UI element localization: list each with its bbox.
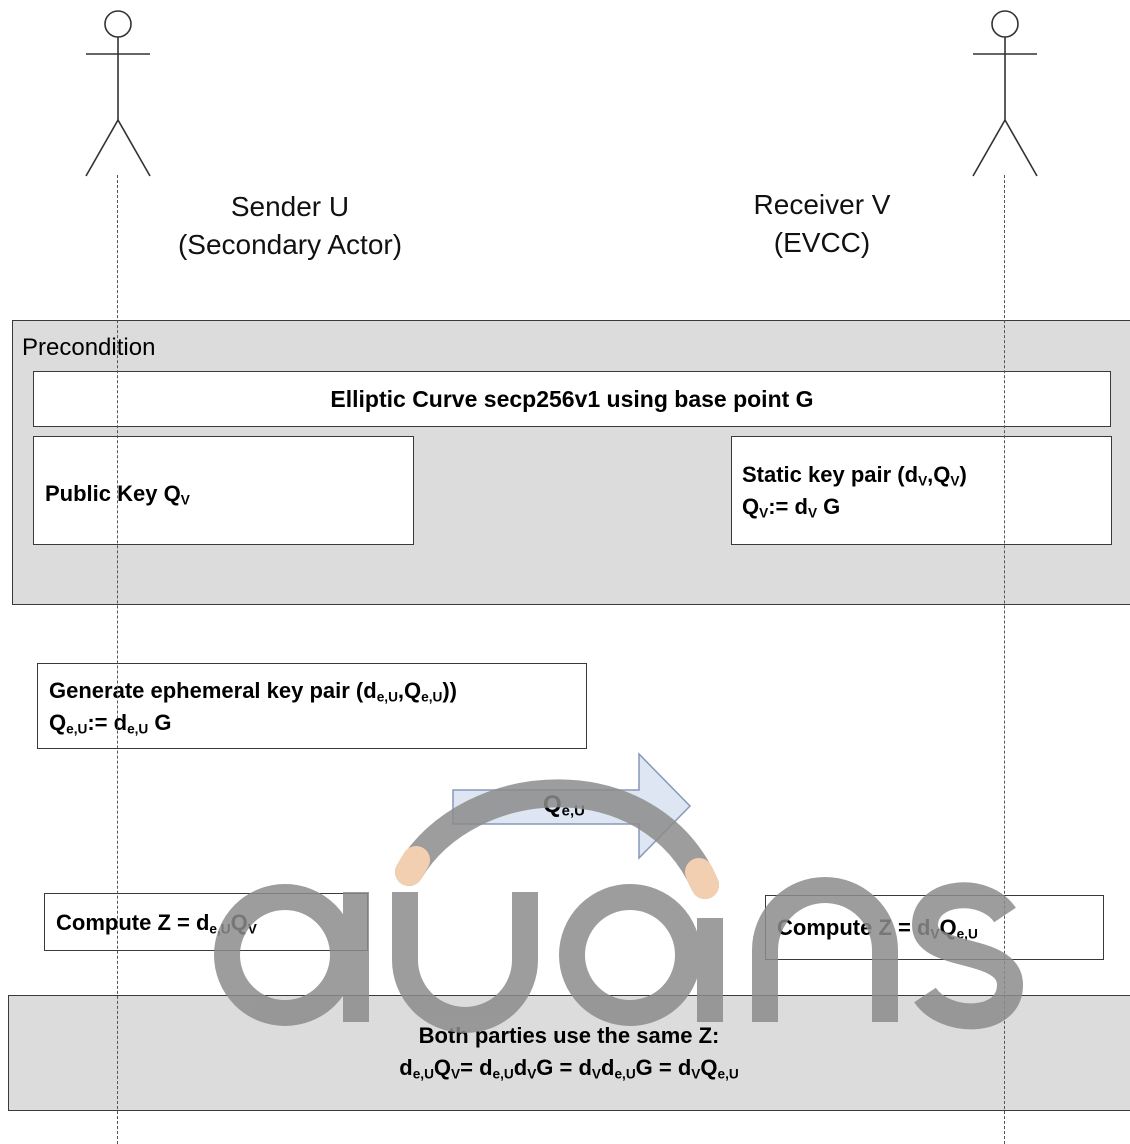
receiver-compute-text: Compute Z = dVQe,U [777,915,978,942]
ephemeral-key-text: Generate ephemeral key pair (de,U,Qe,U))… [49,678,457,737]
receiver-static-key-text: Static key pair (dV,QV) QV:= dV G [742,462,967,521]
receiver-lifeline [1004,175,1005,1144]
sender-public-key-text: Public Key QV [45,481,190,508]
equation-subscript: V [451,1066,461,1082]
receiver-actor-icon [972,10,1038,177]
equation-term: Q [433,1055,452,1080]
equation-subscript: V [591,1066,602,1082]
sender-compute-box: Compute Z = de,UQV [44,893,368,951]
equation-term: d [399,1055,413,1080]
equation-term: G = d [635,1055,692,1080]
precondition-label: Precondition [22,334,156,361]
equation-subscript: e,U [412,1066,434,1082]
equation-term: d [601,1055,615,1080]
equation-term: = d [460,1055,493,1080]
receiver-role: (EVCC) [773,227,871,258]
ephemeral-key-box: Generate ephemeral key pair (de,U,Qe,U))… [37,663,587,749]
equation-term: Q [700,1055,718,1080]
equation-subscript: e,U [717,1066,739,1082]
equation-term: G = d [536,1055,592,1080]
equation-subscript: e,U [492,1066,514,1082]
sender-compute-text: Compute Z = de,UQV [56,910,257,937]
result-text: Both parties use the same Z: de,UQV= de,… [8,1020,1130,1084]
sender-label: Sender U (Secondary Actor) [140,188,440,264]
sender-public-key-box: Public Key QV [33,436,414,545]
equation-subscript: V [527,1066,537,1082]
sender-actor-icon [85,10,151,177]
receiver-compute-box: Compute Z = dVQe,U [765,895,1104,960]
message-label: Qe,U [543,791,585,820]
sender-lifeline [117,175,118,1144]
result-line-2: de,UQV= de,UdVG = dVde,UG = dVQe,U [8,1052,1130,1084]
receiver-static-key-box: Static key pair (dV,QV) QV:= dV G [731,436,1112,545]
equation-subscript: e,U [614,1066,636,1082]
receiver-name: Receiver V [753,189,891,220]
receiver-label: Receiver V (EVCC) [672,186,972,262]
equation-subscript: V [691,1066,701,1082]
sender-role: (Secondary Actor) [177,229,403,260]
result-line-1: Both parties use the same Z: [418,1023,720,1048]
curve-definition-box: Elliptic Curve secp256v1 using base poin… [33,371,1111,427]
sender-name: Sender U [230,191,350,222]
equation-term: d [513,1055,528,1080]
